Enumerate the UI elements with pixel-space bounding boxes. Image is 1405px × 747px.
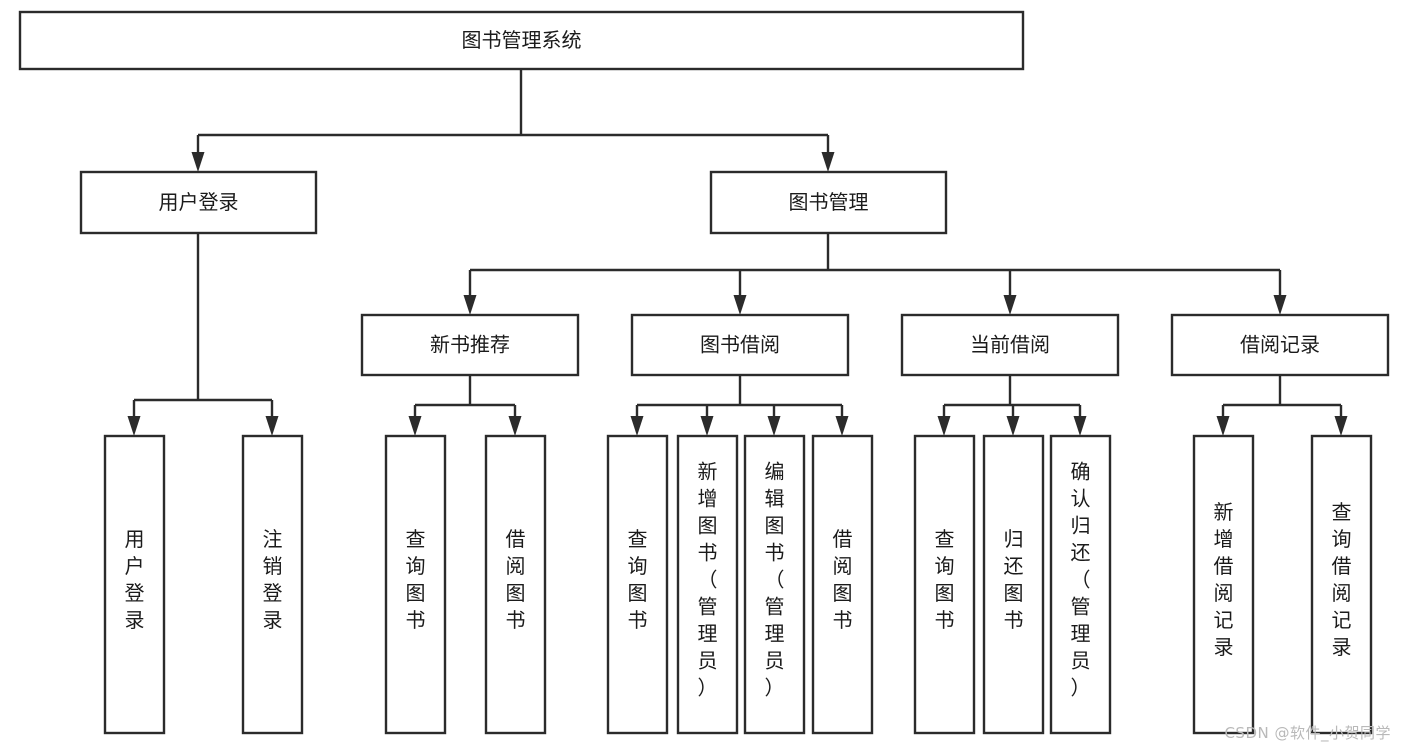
node-label-leaf-logout: 注销登录	[263, 527, 283, 632]
node-label-current-borrow: 当前借阅	[970, 333, 1050, 357]
node-layer: 图书管理系统用户登录图书管理新书推荐图书借阅当前借阅借阅记录用户登录注销登录查询…	[18, 10, 1390, 735]
node-box-user-login	[79, 170, 318, 235]
node-box-leaf-query-book-recommend	[384, 434, 447, 735]
node-label-leaf-query-borrow-record: 查询借阅记录	[1332, 500, 1352, 659]
node-leaf-user-login[interactable]: 用户登录	[103, 434, 166, 735]
node-box-leaf-logout	[241, 434, 304, 735]
node-box-book-borrow	[630, 313, 850, 377]
connector-root-to-level2	[191, 69, 835, 172]
node-box-leaf-borrow-book-recommend	[484, 434, 547, 735]
node-label-book-management: 图书管理	[789, 190, 869, 214]
node-label-leaf-borrow-book-recommend: 借阅图书	[506, 527, 526, 632]
node-box-borrow-record	[1170, 313, 1390, 377]
node-leaf-query-book-borrow[interactable]: 查询图书	[606, 434, 669, 735]
node-current-borrow[interactable]: 当前借阅	[900, 313, 1120, 377]
node-leaf-return-book[interactable]: 归还图书	[982, 434, 1045, 735]
node-leaf-logout[interactable]: 注销登录	[241, 434, 304, 735]
node-book-borrow[interactable]: 图书借阅	[630, 313, 850, 377]
node-label-borrow-record: 借阅记录	[1240, 333, 1320, 357]
node-user-login[interactable]: 用户登录	[79, 170, 318, 235]
connector-book-management-to-level3	[463, 233, 1287, 315]
node-leaf-add-book-admin[interactable]: 新增图书（管理员）	[676, 434, 739, 735]
node-box-leaf-edit-book-admin	[743, 434, 806, 735]
node-label-leaf-edit-book-admin: 编辑图书（管理员）	[765, 460, 785, 700]
node-leaf-query-book-recommend[interactable]: 查询图书	[384, 434, 447, 735]
node-box-leaf-add-book-admin	[676, 434, 739, 735]
node-box-leaf-query-book-borrow	[606, 434, 669, 735]
node-label-leaf-query-book-current: 查询图书	[935, 527, 955, 632]
connector-layer	[127, 69, 1348, 436]
node-box-leaf-user-login	[103, 434, 166, 735]
node-box-current-borrow	[900, 313, 1120, 377]
node-label-leaf-return-book: 归还图书	[1004, 527, 1024, 632]
node-leaf-query-book-current[interactable]: 查询图书	[913, 434, 976, 735]
node-box-leaf-query-book-current	[913, 434, 976, 735]
node-label-leaf-add-book-admin: 新增图书（管理员）	[698, 460, 718, 700]
connector-user-login-to-leaves	[127, 233, 279, 436]
node-box-leaf-add-borrow-record	[1192, 434, 1255, 735]
node-label-user-login: 用户登录	[159, 190, 239, 214]
connector-new-book-recommend-to-leaves	[408, 375, 522, 436]
node-box-book-management	[709, 170, 948, 235]
connector-borrow-record-to-leaves	[1216, 375, 1348, 436]
node-label-leaf-confirm-return-admin: 确认归还（管理员）	[1071, 460, 1091, 700]
node-box-leaf-confirm-return-admin	[1049, 434, 1112, 735]
node-label-leaf-add-borrow-record: 新增借阅记录	[1214, 500, 1234, 659]
node-leaf-query-borrow-record[interactable]: 查询借阅记录	[1310, 434, 1373, 735]
node-leaf-add-borrow-record[interactable]: 新增借阅记录	[1192, 434, 1255, 735]
node-label-root: 图书管理系统	[462, 28, 582, 52]
node-label-leaf-borrow-book: 借阅图书	[833, 527, 853, 632]
connector-book-borrow-to-leaves	[630, 375, 849, 436]
node-leaf-edit-book-admin[interactable]: 编辑图书（管理员）	[743, 434, 806, 735]
node-leaf-confirm-return-admin[interactable]: 确认归还（管理员）	[1049, 434, 1112, 735]
node-box-leaf-query-borrow-record	[1310, 434, 1373, 735]
connector-current-borrow-to-leaves	[937, 375, 1087, 436]
node-book-management[interactable]: 图书管理	[709, 170, 948, 235]
node-box-new-book-recommend	[360, 313, 580, 377]
node-root[interactable]: 图书管理系统	[18, 10, 1025, 71]
node-box-leaf-return-book	[982, 434, 1045, 735]
node-box-root	[18, 10, 1025, 71]
node-borrow-record[interactable]: 借阅记录	[1170, 313, 1390, 377]
node-label-leaf-query-book-recommend: 查询图书	[406, 527, 426, 632]
node-label-leaf-query-book-borrow: 查询图书	[628, 527, 648, 632]
node-leaf-borrow-book-recommend[interactable]: 借阅图书	[484, 434, 547, 735]
node-leaf-borrow-book[interactable]: 借阅图书	[811, 434, 874, 735]
node-label-new-book-recommend: 新书推荐	[430, 333, 510, 357]
node-box-leaf-borrow-book	[811, 434, 874, 735]
node-label-leaf-user-login: 用户登录	[125, 527, 145, 632]
node-label-book-borrow: 图书借阅	[700, 333, 780, 357]
node-new-book-recommend[interactable]: 新书推荐	[360, 313, 580, 377]
